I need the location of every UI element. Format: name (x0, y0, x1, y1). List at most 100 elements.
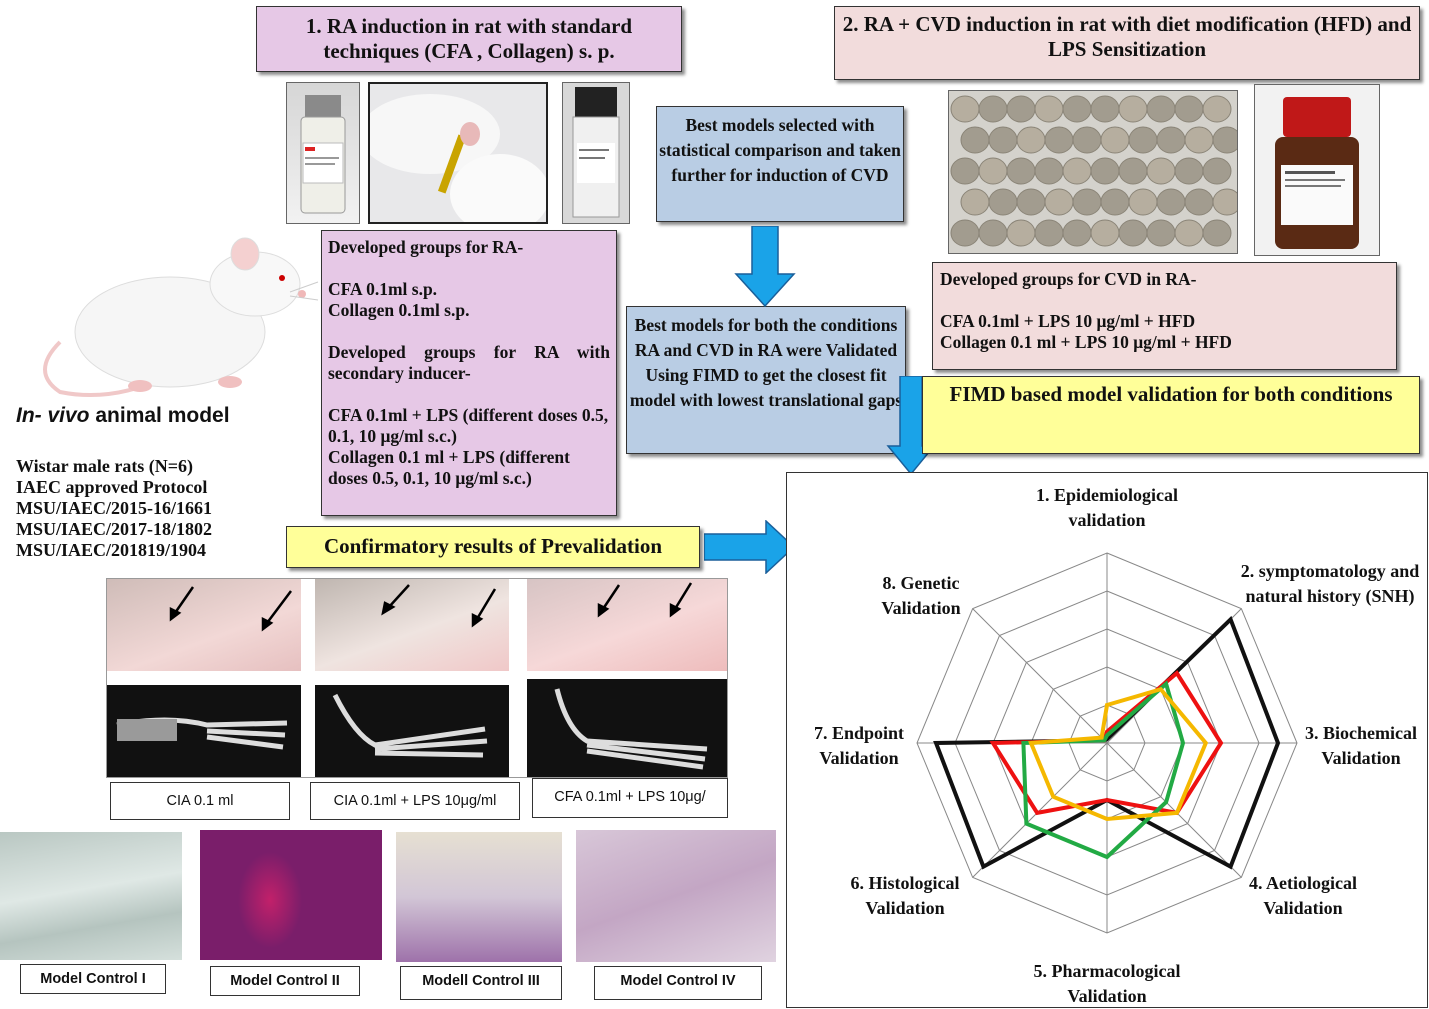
radar-chart (916, 552, 1298, 934)
pellet (950, 219, 980, 247)
radar-axis-4-label: 4. Aetiological Validation (1249, 873, 1357, 918)
paw-photo-grid (106, 578, 728, 778)
pellet (978, 157, 1008, 185)
pellet (1146, 219, 1176, 247)
xray-photo-1 (107, 685, 301, 777)
pellet (1174, 157, 1204, 185)
cvd-groups-box: Developed groups for CVD in RA- CFA 0.1m… (932, 262, 1397, 370)
pellet (1100, 188, 1130, 216)
pellet (1044, 126, 1074, 154)
xray-photo-2 (315, 685, 509, 777)
pellet (1016, 188, 1046, 216)
pellet (1212, 188, 1242, 216)
animal-info-line4: MSU/IAEC/2017-18/1802 (16, 519, 213, 539)
radar-axis-5-label: 5. Pharmacological Validation (1033, 961, 1181, 1006)
pellet (1202, 95, 1232, 123)
radar-chart-panel: 1. Epidemiological validation 2. symptom… (786, 472, 1428, 1008)
pellet (1156, 188, 1186, 216)
radar-axis-2-label: 2. symptomatology and natural history (S… (1240, 561, 1420, 606)
radar-series (1021, 680, 1186, 860)
pellet (978, 219, 1008, 247)
pellet (1034, 219, 1064, 247)
radar-axis-line (972, 608, 1108, 744)
collagen-vial-photo (562, 82, 630, 224)
pellet (1202, 219, 1232, 247)
cfa-vial-photo (286, 82, 360, 224)
pellet (1100, 126, 1130, 154)
pellet (1062, 95, 1092, 123)
pellet (1184, 188, 1214, 216)
pellet (1202, 157, 1232, 185)
pellet (1072, 188, 1102, 216)
ra-group-collagen-lps: Collagen 0.1 ml + LPS (different doses 0… (328, 447, 570, 488)
pellet (1174, 219, 1204, 247)
prevalidation-title: Confirmatory results of Prevalidation (286, 526, 700, 568)
paw-photo-2 (315, 579, 509, 671)
histo-label-4: Model Control IV (594, 966, 762, 1000)
pellet (1156, 126, 1186, 154)
pellet (1006, 157, 1036, 185)
pellet (950, 95, 980, 123)
pellet (1184, 126, 1214, 154)
lps-bottle-photo (1254, 84, 1380, 256)
histology-image-2 (200, 830, 382, 960)
histology-image-3 (396, 832, 562, 962)
histology-image-4 (576, 830, 776, 962)
radar-series (1028, 686, 1209, 822)
pellet (1006, 95, 1036, 123)
radar-axis-1-label: 1. Epidemiological validation (1035, 485, 1178, 530)
step1-title: 1. RA induction in rat with standard tec… (256, 6, 682, 72)
paw-label-1: CIA 0.1 ml (110, 782, 290, 820)
pellet (1062, 157, 1092, 185)
animal-info: Wistar male rats (N=6) IAEC approved Pro… (16, 456, 316, 561)
histo-label-3: Modell Control III (400, 966, 562, 1000)
paw-photo-3 (527, 579, 727, 671)
paw-label-3: CFA 0.1ml + LPS 10μg/ (532, 778, 728, 818)
radar-axis-3-label: 3. Biochemical Validation (1305, 723, 1417, 768)
best-models-validation-box: Best models for both the conditions RA a… (626, 306, 906, 454)
paw-label-2: CIA 0.1ml + LPS 10μg/ml (310, 782, 520, 820)
best-models-selection-box: Best models selected with statistical co… (656, 106, 904, 222)
xray-photo-3 (527, 679, 727, 777)
pellet (1016, 126, 1046, 154)
ra-group-cfa-lps: CFA 0.1ml + LPS (different doses 0.5, 0.… (328, 405, 609, 446)
pellet (1118, 95, 1148, 123)
histo-label-2: Model Control II (210, 966, 360, 996)
pellet (988, 188, 1018, 216)
pellet (1212, 126, 1242, 154)
pellet (1174, 95, 1204, 123)
pellet (1034, 157, 1064, 185)
radar-axis-line (1106, 742, 1242, 878)
invivo-heading: In- vivo animal model (16, 404, 230, 427)
pellet (978, 95, 1008, 123)
radar-axis-7-label: 7. Endpoint Validation (813, 723, 905, 768)
animal-info-line3: MSU/IAEC/2015-16/1661 (16, 498, 213, 518)
pellet (1118, 219, 1148, 247)
injection-photo (360, 82, 550, 234)
animal-info-line1: Wistar male rats (N=6) (16, 456, 194, 476)
histo-label-1: Model Control I (20, 964, 166, 994)
pellet (1062, 219, 1092, 247)
ra-group-cfa: CFA 0.1ml s.p. (328, 279, 438, 299)
ra-groups-box: Developed groups for RA- CFA 0.1ml s.p. … (321, 230, 617, 516)
pellet (960, 188, 990, 216)
ra-groups-heading: Developed groups for RA- (328, 237, 524, 257)
pellet (1128, 126, 1158, 154)
pellet (1006, 219, 1036, 247)
step2-title: 2. RA + CVD induction in rat with diet m… (834, 6, 1420, 80)
pellet (1044, 188, 1074, 216)
pellet (1090, 95, 1120, 123)
cvd-group-collagen: Collagen 0.1 ml + LPS 10 μg/ml + HFD (940, 332, 1232, 352)
histology-image-1 (0, 832, 182, 960)
hfd-pellets-photo (948, 90, 1242, 254)
down-arrow-1 (734, 226, 796, 308)
pellet (1090, 157, 1120, 185)
animal-info-line2: IAEC approved Protocol (16, 477, 208, 497)
ra-group-collagen: Collagen 0.1ml s.p. (328, 300, 470, 320)
rat-illustration (20, 222, 320, 402)
pellet (960, 126, 990, 154)
animal-info-line5: MSU/IAEC/201819/1904 (16, 540, 207, 560)
pellet (950, 157, 980, 185)
pellet (1146, 157, 1176, 185)
fimd-validation-title: FIMD based model validation for both con… (922, 376, 1420, 454)
